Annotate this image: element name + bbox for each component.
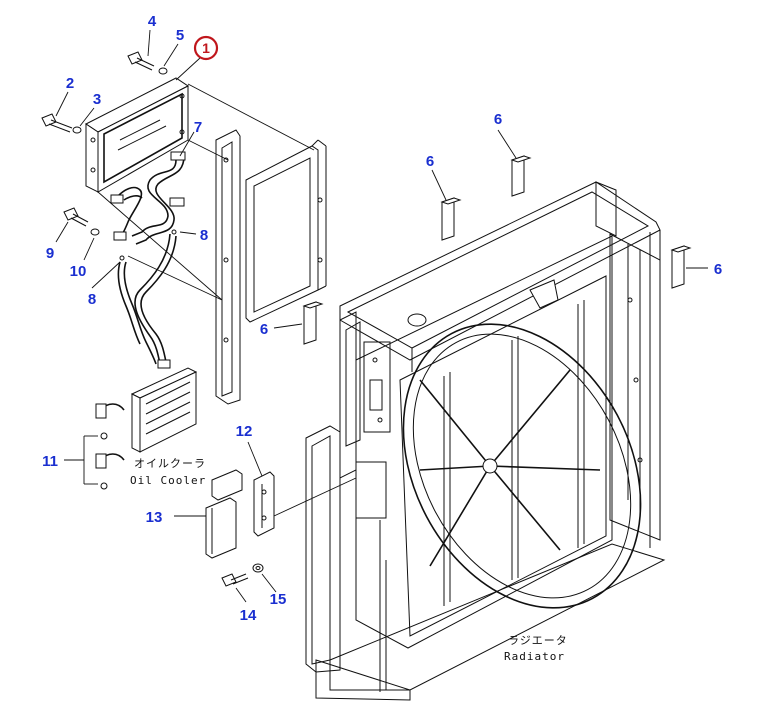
oil-cooler-core[interactable] <box>85 77 189 193</box>
bracket-12[interactable] <box>253 471 275 537</box>
callout-11[interactable]: 11 <box>42 453 58 470</box>
callout-6-right[interactable]: 6 <box>714 261 722 278</box>
callout-14[interactable]: 14 <box>240 607 257 624</box>
callout-4[interactable]: 4 <box>148 13 157 30</box>
cushion-6-top[interactable] <box>510 155 532 197</box>
washer-15[interactable] <box>252 563 264 573</box>
callout-13[interactable]: 13 <box>146 509 163 526</box>
oil-cooler-small-11[interactable] <box>95 367 198 490</box>
oil-cooler-caption-jp: オイルクーラ <box>134 457 206 470</box>
oil-cooler-bracket-frame <box>215 129 327 405</box>
radiator-caption-jp: ラジエータ <box>508 634 568 647</box>
callout-9[interactable]: 9 <box>46 245 54 262</box>
projection-lines <box>97 83 315 301</box>
callout-15[interactable]: 15 <box>270 591 287 608</box>
callout-10[interactable]: 10 <box>70 263 87 280</box>
callout-7[interactable]: 7 <box>194 119 202 136</box>
washer-10[interactable] <box>90 228 100 236</box>
hose-8[interactable] <box>117 229 177 369</box>
cushion-6-left[interactable] <box>302 301 324 345</box>
bolt-4[interactable] <box>127 51 155 71</box>
callout-3[interactable]: 3 <box>93 91 101 108</box>
cushion-6-right[interactable] <box>670 245 692 289</box>
leader-lines <box>55 29 708 603</box>
bolt-2[interactable] <box>41 113 73 133</box>
cover-13[interactable] <box>205 469 243 559</box>
radiator-caption-en: Radiator <box>504 650 565 663</box>
bolt-9[interactable] <box>63 207 89 227</box>
callout-12[interactable]: 12 <box>236 423 253 440</box>
callout-6-top[interactable]: 6 <box>494 111 502 128</box>
callout-6-upper-left[interactable]: 6 <box>426 153 434 170</box>
callout-1[interactable]: 1 <box>202 40 210 56</box>
cushion-6-upper-left[interactable] <box>440 197 462 241</box>
washer-5[interactable] <box>158 67 168 75</box>
callout-5[interactable]: 5 <box>176 27 184 44</box>
callout-8-lower[interactable]: 8 <box>88 291 96 308</box>
tube-7[interactable] <box>110 151 186 245</box>
bolt-14[interactable] <box>221 573 249 587</box>
washer-3[interactable] <box>72 126 82 134</box>
oil-cooler-caption-en: Oil Cooler <box>130 474 206 487</box>
callout-6-left[interactable]: 6 <box>260 321 268 338</box>
callout-8-upper[interactable]: 8 <box>200 227 208 244</box>
highlight-ring-1 <box>193 35 219 61</box>
radiator-assembly[interactable] <box>305 181 688 701</box>
callout-2[interactable]: 2 <box>66 75 74 92</box>
